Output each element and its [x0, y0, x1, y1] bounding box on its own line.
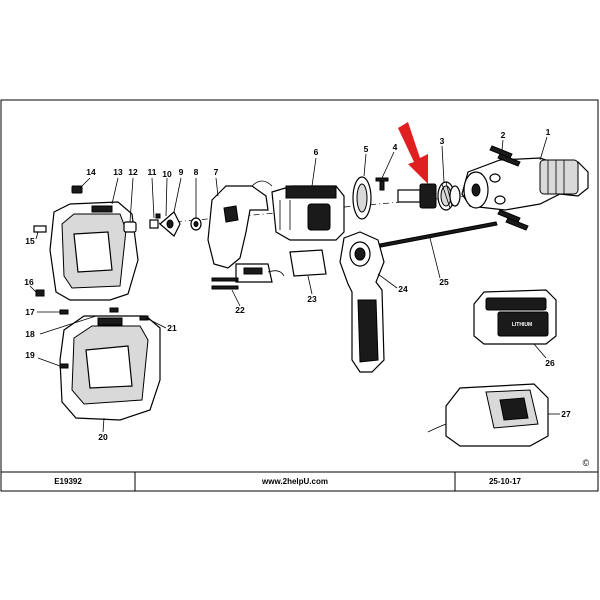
part-bearing	[190, 217, 202, 231]
callout-22: 22	[235, 305, 245, 315]
callout-12: 12	[128, 167, 138, 177]
part-fan-assembly	[149, 211, 181, 237]
part-housing-right	[59, 315, 161, 421]
part-charger	[427, 383, 549, 447]
part-clip-14	[71, 185, 83, 194]
callout-16: 16	[24, 277, 34, 287]
callout-3: 3	[440, 136, 445, 146]
callout-24: 24	[398, 284, 408, 294]
part-armature	[397, 181, 461, 211]
copyright-mark: ©	[583, 458, 590, 468]
part-side-handle	[339, 231, 385, 373]
part-pins-22	[211, 277, 239, 290]
callout-27: 27	[561, 409, 571, 419]
callout-25: 25	[439, 277, 449, 287]
part-depth-rod	[379, 221, 498, 248]
callout-7: 7	[214, 167, 219, 177]
callout-9: 9	[179, 167, 184, 177]
part-housing-left	[49, 201, 139, 301]
callout-5: 5	[364, 144, 369, 154]
callout-21: 21	[167, 323, 177, 333]
footer-date: 25-10-17	[489, 477, 522, 486]
callout-8: 8	[194, 167, 199, 177]
part-screws-2	[489, 145, 529, 231]
part-switch-board	[207, 180, 285, 283]
highlight-arrow	[398, 122, 428, 184]
callout-18: 18	[25, 329, 35, 339]
callout-labels: 1 2 3 4 5 6 7 8 9 10 11 12 13 14 15 16 1…	[24, 127, 571, 442]
callout-1: 1	[546, 127, 551, 137]
callout-10: 10	[162, 169, 172, 179]
part-label-15	[33, 225, 47, 233]
callout-4: 4	[393, 142, 398, 152]
leader-lines	[29, 136, 560, 433]
callout-14: 14	[86, 167, 96, 177]
footer-website: www.2helpU.com	[261, 477, 328, 486]
callout-23: 23	[307, 294, 317, 304]
part-clip-16	[35, 289, 45, 297]
diagram-frame	[0, 99, 599, 492]
footer-model-number: E19392	[54, 477, 82, 486]
callout-2: 2	[501, 130, 506, 140]
part-gearbox-head	[461, 157, 589, 211]
part-motor-housing	[271, 185, 345, 241]
callout-20: 20	[98, 432, 108, 442]
callout-15: 15	[25, 236, 35, 246]
part-pivot-12	[123, 221, 137, 233]
part-baffle-ring	[352, 176, 372, 220]
part-label-plate	[289, 249, 327, 277]
callout-6: 6	[314, 147, 319, 157]
callout-19: 19	[25, 350, 35, 360]
callout-17: 17	[25, 307, 35, 317]
callout-26: 26	[545, 358, 555, 368]
callout-13: 13	[113, 167, 123, 177]
callout-11: 11	[148, 167, 157, 177]
part-battery-pack: LITHIUM	[473, 289, 557, 345]
battery-badge-label: LITHIUM	[512, 322, 532, 328]
part-screw-4	[375, 177, 389, 191]
